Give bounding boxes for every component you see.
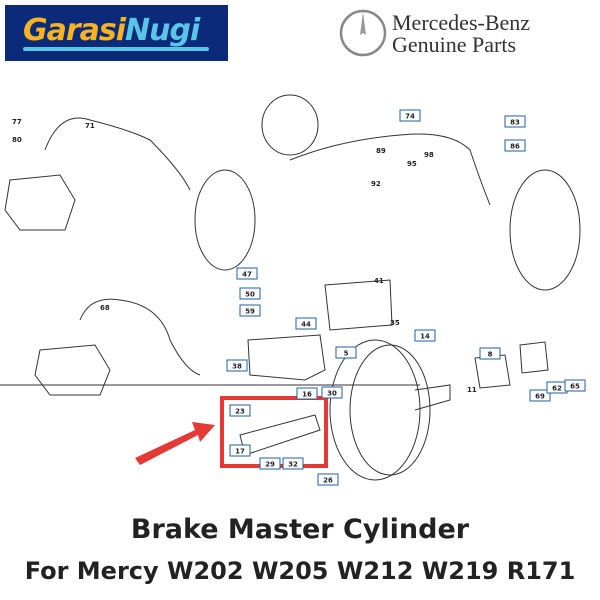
callout-box (239, 304, 261, 317)
callout-box (236, 267, 258, 280)
arrow-icon (135, 422, 215, 465)
callout-label: 74 (405, 113, 415, 121)
callout-label: 8 (488, 351, 493, 359)
callout-label: 26 (323, 477, 333, 485)
callout-label: 32 (288, 461, 298, 469)
callout-label: 29 (265, 461, 275, 469)
callout-label: 38 (232, 363, 242, 371)
callout-box (296, 387, 318, 400)
callout-label: 5 (344, 350, 349, 358)
part-number-label: 41 (374, 277, 384, 285)
callout-box (282, 457, 304, 470)
mercedes-star-icon (339, 9, 387, 57)
logo-text-nugi: Nugi (125, 13, 200, 48)
part-number-label: 35 (390, 319, 400, 327)
part-number-label: 89 (376, 147, 386, 155)
part-number-label: 98 (424, 151, 434, 159)
part-number-label: 92 (371, 180, 381, 188)
callout-box (317, 473, 339, 486)
oem-line1: Mercedes-Benz (392, 10, 531, 35)
callout-label: 62 (552, 385, 562, 393)
callout-label: 69 (535, 393, 545, 401)
callout-label: 23 (235, 408, 245, 416)
callout-label: 86 (510, 143, 520, 151)
callout-box (226, 359, 248, 372)
part-number-label: 71 (85, 122, 95, 130)
callout-box (229, 444, 251, 457)
part-number-label: 68 (100, 304, 110, 312)
callout-box (504, 139, 526, 152)
callout-box (239, 287, 261, 300)
product-compatibility: For Mercy W202 W205 W212 W219 R171 (24, 557, 576, 585)
callout-box (259, 457, 281, 470)
callout-box (564, 379, 586, 392)
callout-box (229, 404, 251, 417)
callout-label: 30 (327, 390, 337, 398)
part-number-label: 11 (467, 386, 477, 394)
callout-label: 44 (301, 321, 311, 329)
callout-box (529, 389, 551, 402)
logo-text-garasi: Garasi (23, 13, 126, 48)
callout-label: 16 (302, 391, 312, 399)
brake-system-diagram: 74 83 86 47 50 59 44 38 5 14 8 69 62 65 23 16 30 17 29 32 26… (0, 94, 586, 486)
callout-box (504, 115, 526, 128)
callout-label: 65 (570, 383, 580, 391)
part-number-label: 80 (12, 136, 22, 144)
product-title: Brake Master Cylinder (130, 514, 470, 545)
callout-label: 14 (420, 333, 430, 341)
garasinugi-logo: GarasiNugi (5, 5, 228, 61)
callout-label: 59 (245, 308, 255, 316)
mercedes-genuine-parts-text: Mercedes-Benz Genuine Parts (392, 12, 530, 56)
part-number-label: 77 (12, 118, 22, 126)
callout-label: 50 (245, 291, 255, 299)
callout-label: 47 (242, 271, 252, 279)
callout-box (399, 109, 421, 122)
callout-box (335, 346, 357, 359)
callout-box (295, 317, 317, 330)
callout-box (479, 347, 501, 360)
callout-label: 83 (510, 119, 520, 127)
part-number-label: 95 (407, 160, 417, 168)
callout-box (414, 329, 436, 342)
oem-line2: Genuine Parts (392, 32, 517, 57)
callout-box (321, 386, 343, 399)
callout-label: 17 (235, 448, 245, 456)
